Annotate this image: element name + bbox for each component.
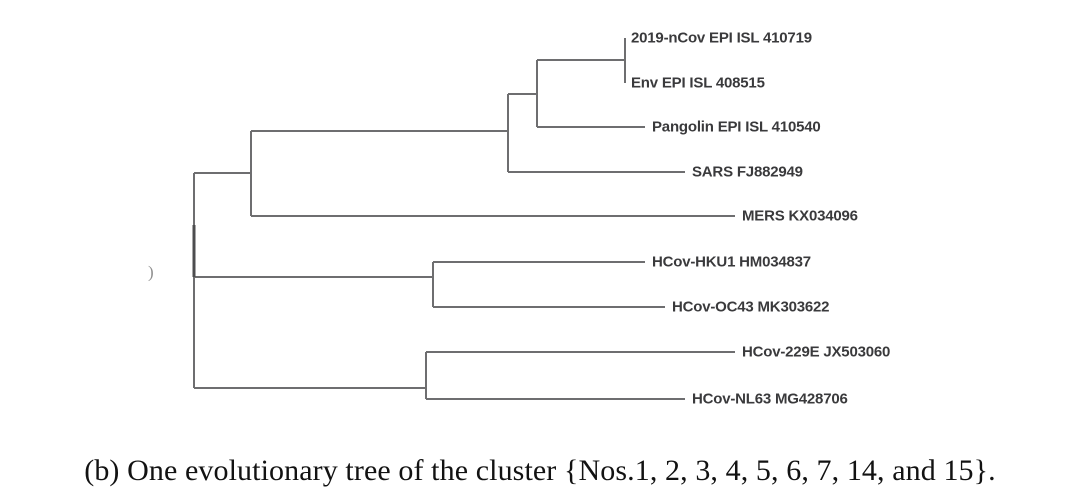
tip-label-pangolin: Pangolin EPI ISL 410540 [652, 118, 821, 136]
tip-label-mers: MERS KX034096 [742, 207, 858, 225]
tip-label-oc43: HCov-OC43 MK303622 [672, 298, 830, 316]
figure-caption: (b) One evolutionary tree of the cluster… [0, 440, 1080, 502]
caption-text: (b) One evolutionary tree of the cluster… [84, 454, 996, 487]
tip-label-sars: SARS FJ882949 [692, 163, 803, 181]
tip-label-2019-ncov: 2019-nCov EPI ISL 410719 [631, 29, 812, 47]
tip-label-env: Env EPI ISL 408515 [631, 74, 765, 92]
left-edge-artifact: ) [148, 262, 154, 282]
tip-label-nl63: HCov-NL63 MG428706 [692, 390, 848, 408]
tree-edges [193, 38, 735, 400]
tree-svg [192, 38, 735, 400]
tip-label-hku1: HCov-HKU1 HM034837 [652, 253, 811, 271]
tip-label-229e: HCov-229E JX503060 [742, 343, 891, 361]
